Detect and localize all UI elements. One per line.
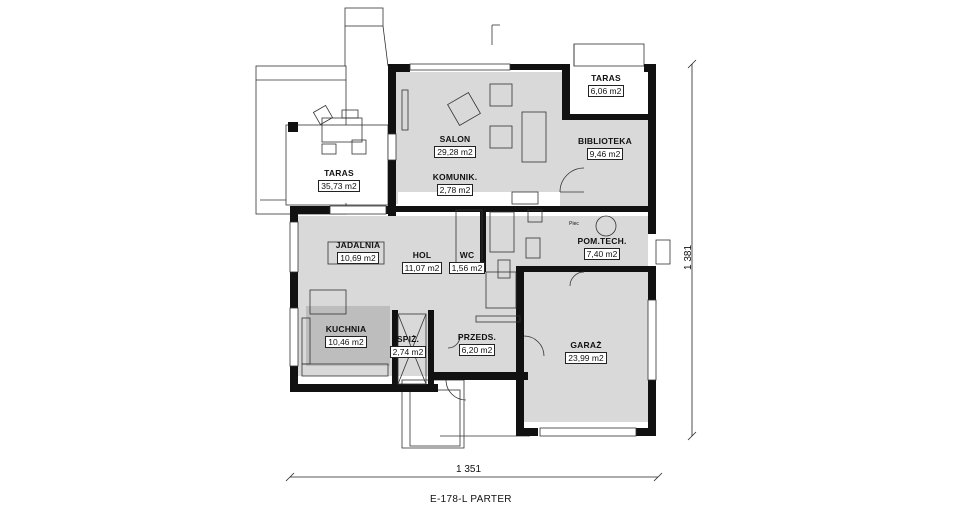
room-label-garaz: GARAŻ 23,99 m2 [554,340,618,364]
room-name: TARAS [324,168,354,178]
room-label-biblioteka: BIBLIOTEKA 9,46 m2 [568,136,642,160]
room-area: 1,56 m2 [448,262,486,274]
room-label-kuchnia: KUCHNIA 10,46 m2 [314,324,378,348]
room-name: JADALNIA [335,240,381,250]
room-area: 6,06 m2 [587,85,625,97]
plan-title: E-178-L PARTER [430,494,512,505]
dimension-height-label: 1 381 [683,244,695,271]
room-label-wc: WC 1,56 m2 [442,250,492,274]
room-area: 35,73 m2 [318,180,360,192]
room-area: 9,46 m2 [586,148,624,160]
room-label-taras-left: TARAS 35,73 m2 [304,168,374,192]
room-name: TARAS [591,73,621,83]
room-area: 11,07 m2 [401,262,443,274]
room-label-spiz: SPIŻ. 2,74 m2 [384,334,432,358]
pergola-top [344,7,384,27]
room-label-przeds: PRZEDS. 6,20 m2 [446,332,508,356]
room-area: 2,78 m2 [436,184,474,196]
room-name: SPIŻ. [396,334,420,344]
room-area: 7,40 m2 [583,248,621,260]
room-name: WC [459,250,475,260]
room-area: 2,74 m2 [389,346,427,358]
room-label-komunik: KOMUNIK. 2,78 m2 [420,172,490,196]
room-name: PRZEDS. [457,332,497,342]
room-name: POM.TECH. [577,236,627,246]
room-name: GARAŻ [570,340,602,350]
room-label-salon: SALON 29,28 m2 [420,134,490,158]
room-name: KOMUNIK. [432,172,478,182]
taras-top-outline [573,43,645,67]
room-label-pom-tech: POM.TECH. 7,40 m2 [566,236,638,260]
piec-label: Piec [569,221,579,227]
dimension-width-label: 1 351 [456,464,482,475]
room-label-hol: HOL 11,07 m2 [392,250,452,274]
room-name: BIBLIOTEKA [578,136,632,146]
room-area: 29,28 m2 [434,146,476,158]
room-name: SALON [439,134,471,144]
room-area: 6,20 m2 [458,344,496,356]
room-label-taras-top: TARAS 6,06 m2 [578,73,634,97]
room-area: 23,99 m2 [565,352,607,364]
room-area: 10,69 m2 [337,252,379,264]
room-label-jadalnia: JADALNIA 10,69 m2 [326,240,390,264]
room-name: HOL [412,250,432,260]
room-name: KUCHNIA [325,324,367,334]
room-area: 10,46 m2 [325,336,367,348]
